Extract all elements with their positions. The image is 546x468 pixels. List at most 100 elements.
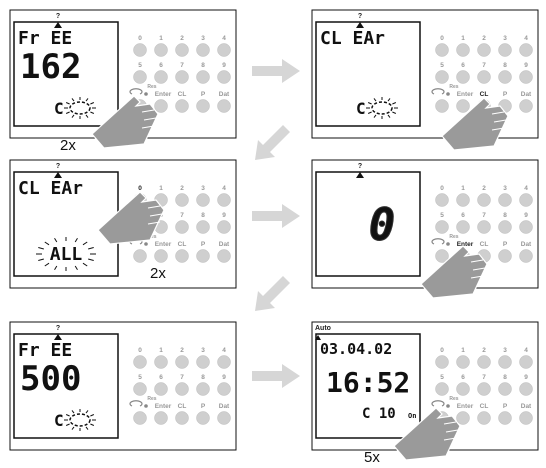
lcd-line-3: C [54, 99, 64, 118]
reset-arrow-icon [129, 400, 143, 407]
key-row3[interactable] [154, 411, 168, 425]
key-3[interactable] [498, 193, 512, 207]
key-row3[interactable] [477, 411, 491, 425]
key-row3[interactable] [175, 411, 189, 425]
press-count: 5x [364, 449, 380, 466]
key-9[interactable] [519, 382, 533, 396]
key-6[interactable] [456, 70, 470, 84]
key-1[interactable] [154, 43, 168, 57]
key-8[interactable] [498, 220, 512, 234]
key-label: CL [480, 241, 489, 248]
lcd-date: 03.04.02 [320, 340, 392, 358]
key-row3[interactable] [217, 249, 231, 263]
key-label: 7 [482, 62, 486, 69]
key-label: 1 [461, 35, 465, 42]
key-row3[interactable] [196, 411, 210, 425]
key-label: 9 [222, 374, 226, 381]
key-row3[interactable] [456, 411, 470, 425]
key-label: 2 [482, 347, 486, 354]
key-3[interactable] [498, 43, 512, 57]
key-0[interactable] [435, 355, 449, 369]
key-4[interactable] [217, 193, 231, 207]
key-7[interactable] [175, 70, 189, 84]
key-7[interactable] [175, 382, 189, 396]
lcd-line-2: 162 [20, 47, 81, 87]
key-row3[interactable] [154, 249, 168, 263]
key-3[interactable] [196, 193, 210, 207]
key-row3[interactable] [196, 99, 210, 113]
key-row3[interactable] [456, 99, 470, 113]
key-8[interactable] [196, 220, 210, 234]
key-label: P [503, 241, 508, 248]
key-2[interactable] [175, 193, 189, 207]
key-2[interactable] [477, 355, 491, 369]
key-label: 2 [180, 35, 184, 42]
key-row3[interactable] [217, 411, 231, 425]
key-9[interactable] [217, 382, 231, 396]
key-3[interactable] [196, 43, 210, 57]
key-label: 4 [524, 185, 528, 192]
key-1[interactable] [456, 43, 470, 57]
key-1[interactable] [154, 355, 168, 369]
key-4[interactable] [217, 43, 231, 57]
key-label: 9 [222, 212, 226, 219]
key-5[interactable] [435, 70, 449, 84]
key-1[interactable] [456, 193, 470, 207]
key-0[interactable] [133, 355, 147, 369]
key-1[interactable] [456, 355, 470, 369]
key-3[interactable] [498, 355, 512, 369]
key-row3[interactable] [498, 411, 512, 425]
key-8[interactable] [498, 382, 512, 396]
key-label: 1 [159, 347, 163, 354]
key-7[interactable] [477, 220, 491, 234]
key-0[interactable] [435, 43, 449, 57]
key-row3[interactable] [519, 249, 533, 263]
key-5[interactable] [435, 220, 449, 234]
key-5[interactable] [435, 382, 449, 396]
key-0[interactable] [435, 193, 449, 207]
key-6[interactable] [154, 382, 168, 396]
key-5[interactable] [133, 382, 147, 396]
key-9[interactable] [217, 220, 231, 234]
key-4[interactable] [217, 355, 231, 369]
key-7[interactable] [175, 220, 189, 234]
key-label: CL [178, 403, 187, 410]
key-6[interactable] [154, 70, 168, 84]
key-4[interactable] [519, 193, 533, 207]
key-4[interactable] [519, 43, 533, 57]
key-9[interactable] [519, 220, 533, 234]
key-4[interactable] [519, 355, 533, 369]
key-7[interactable] [477, 382, 491, 396]
key-3[interactable] [196, 355, 210, 369]
key-row3[interactable] [133, 411, 147, 425]
key-2[interactable] [175, 43, 189, 57]
key-row3[interactable] [217, 99, 231, 113]
key-label: 6 [461, 374, 465, 381]
key-row3[interactable] [133, 249, 147, 263]
key-6[interactable] [456, 220, 470, 234]
key-8[interactable] [196, 382, 210, 396]
key-row3[interactable] [196, 249, 210, 263]
key-row3[interactable] [154, 99, 168, 113]
key-row3[interactable] [175, 99, 189, 113]
key-7[interactable] [477, 70, 491, 84]
key-row3[interactable] [519, 411, 533, 425]
key-9[interactable] [519, 70, 533, 84]
mode-indicator-icon [54, 22, 62, 28]
key-6[interactable] [456, 382, 470, 396]
key-row3[interactable] [175, 249, 189, 263]
key-8[interactable] [498, 70, 512, 84]
key-9[interactable] [217, 70, 231, 84]
key-2[interactable] [477, 43, 491, 57]
key-0[interactable] [133, 43, 147, 57]
key-row3[interactable] [519, 99, 533, 113]
key-row3[interactable] [435, 99, 449, 113]
key-5[interactable] [133, 70, 147, 84]
key-2[interactable] [175, 355, 189, 369]
key-row3[interactable] [435, 249, 449, 263]
key-2[interactable] [477, 193, 491, 207]
key-row3[interactable] [498, 249, 512, 263]
key-8[interactable] [196, 70, 210, 84]
key-label: 3 [503, 35, 507, 42]
